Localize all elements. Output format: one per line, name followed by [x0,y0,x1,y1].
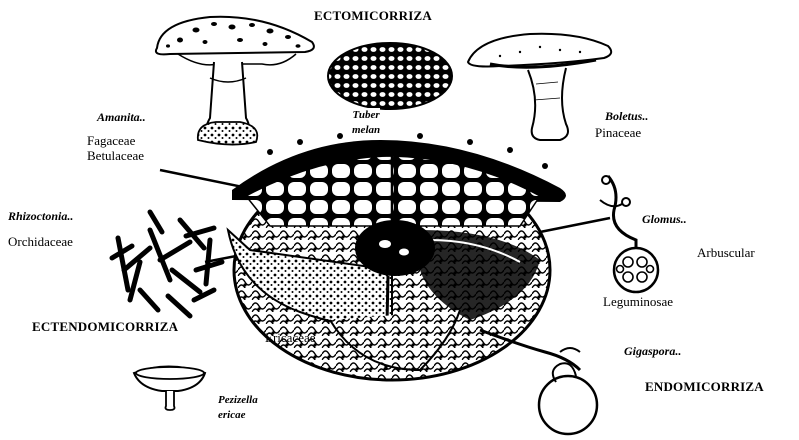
ectomycorrhiza-label: ECTOMICORRIZA [314,9,432,22]
glomus-host-label: Leguminosae [603,295,673,308]
glomus-arbuscule-icon [600,176,658,292]
tuber-label: Tuber melan [352,108,380,138]
rhizoctonia-host-label: Orchidaceae [8,235,73,248]
boletus-label: Boletus.. [605,110,648,122]
rhizoctonia-hyphae-icon [112,212,222,316]
amanita-label: Amanita.. [97,111,146,123]
boletus-mushroom-icon [468,34,611,140]
gigaspora-label: Gigaspora.. [624,345,681,357]
amanita-mushroom-icon [156,17,314,145]
arbuscular-label: Arbuscular [697,246,755,259]
ericaceae-label: Ericaceae [265,331,316,344]
pezizella-label: Pezizella ericae [218,393,258,423]
boletus-host-label: Pinaceae [595,126,641,139]
pezizella-cup-icon [134,367,205,411]
root-cross-section [160,133,610,380]
tuber-truffle-icon [328,43,452,109]
glomus-label: Glomus.. [642,213,687,225]
endomycorrhiza-label: ENDOMICORRIZA [645,380,764,393]
amanita-hosts-label: Fagaceae Betulaceae [87,133,144,163]
ectendomycorrhiza-label: ECTENDOMICORRIZA [32,320,178,333]
rhizoctonia-label: Rhizoctonia.. [8,210,73,222]
